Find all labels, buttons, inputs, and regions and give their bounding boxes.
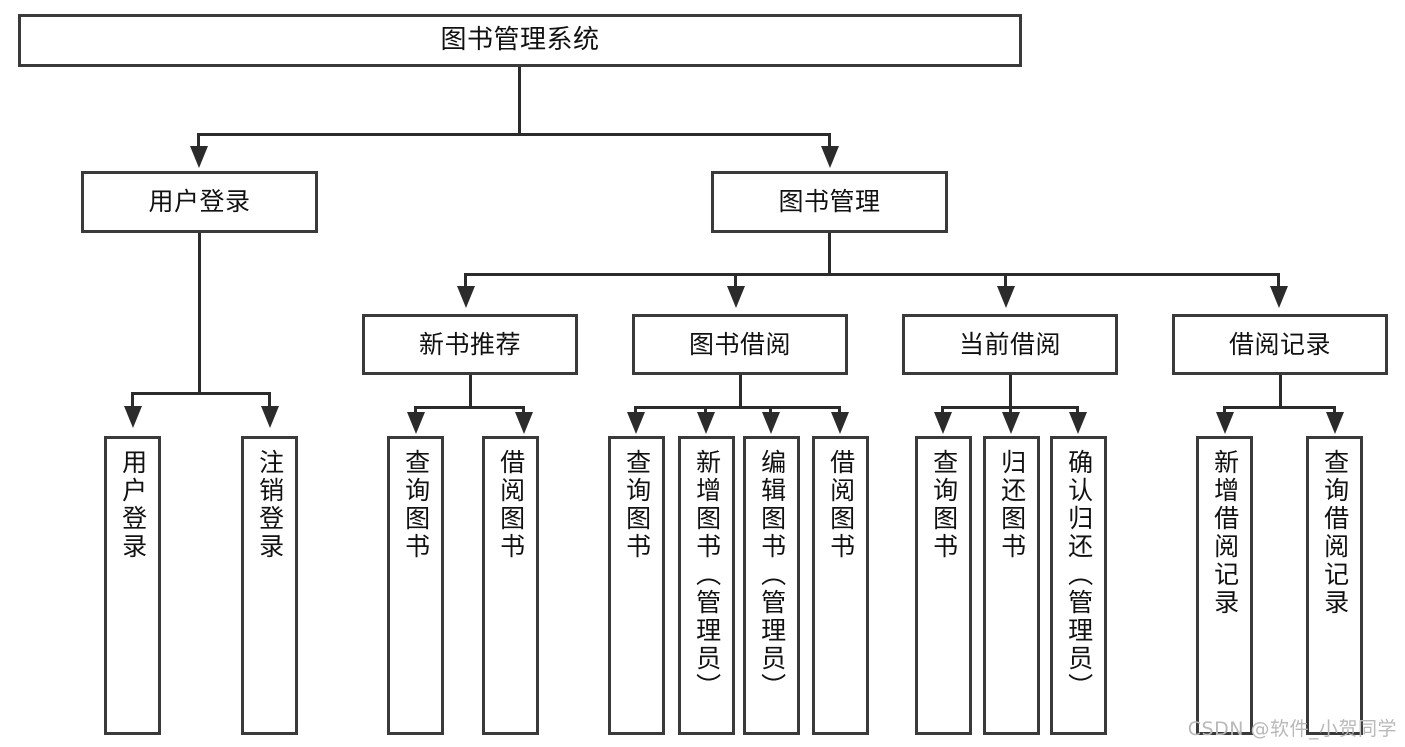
- arrowhead-leaf-query-book-3: [934, 412, 952, 434]
- connector-user-login-stem: [198, 233, 201, 394]
- arrowhead-user-login: [190, 146, 208, 168]
- connector-to-book-management: [828, 133, 831, 148]
- node-leaf-add-record[interactable]: 新增借阅记录: [1196, 436, 1253, 735]
- arrowhead-leaf-add-book: [697, 412, 715, 434]
- connector-br-drop-2: [1333, 406, 1336, 414]
- node-label: 查询图书: [401, 449, 431, 561]
- arrowhead-leaf-confirm-return: [1069, 412, 1087, 434]
- connector-bb-drop-2: [704, 406, 707, 414]
- connector-bb-drop-4: [838, 406, 841, 414]
- connector-bm-drop-2: [734, 273, 737, 288]
- connector-book-borrow-stem: [739, 375, 742, 408]
- arrowhead-leaf-user-logout: [261, 406, 279, 428]
- node-leaf-query-book-2[interactable]: 查询图书: [608, 436, 665, 735]
- node-label: 图书管理: [778, 187, 881, 217]
- node-leaf-return-book[interactable]: 归还图书: [983, 436, 1040, 735]
- node-leaf-add-book[interactable]: 新增图书（管理员）: [678, 436, 735, 735]
- connector-cb-drop-1: [941, 406, 944, 414]
- node-label: 新书推荐: [418, 329, 521, 359]
- arrowhead-leaf-add-record: [1216, 412, 1234, 434]
- node-label: 查询借阅记录: [1320, 449, 1350, 617]
- node-label: 用户登录: [148, 187, 251, 217]
- connector-bm-drop-4: [1277, 273, 1280, 288]
- connector-root-bus: [197, 133, 831, 136]
- node-label: 借阅图书: [826, 449, 856, 561]
- node-book-management[interactable]: 图书管理: [711, 171, 948, 233]
- node-leaf-borrow-book-2[interactable]: 借阅图书: [812, 436, 869, 735]
- node-label: 查询图书: [622, 449, 652, 561]
- node-leaf-user-login[interactable]: 用户登录: [104, 436, 161, 735]
- node-label: 确认归还（管理员）: [1064, 449, 1094, 701]
- node-new-book-recommend[interactable]: 新书推荐: [362, 314, 578, 375]
- node-label: 编辑图书（管理员）: [757, 449, 787, 701]
- node-label: 归还图书: [997, 449, 1027, 561]
- node-leaf-user-logout[interactable]: 注销登录: [241, 436, 298, 735]
- connector-nb-drop-2: [522, 406, 525, 414]
- node-leaf-query-book-3[interactable]: 查询图书: [915, 436, 972, 735]
- arrowhead-leaf-edit-book: [762, 412, 780, 434]
- connector-cb-drop-3: [1076, 406, 1079, 414]
- connector-borrow-record-stem: [1279, 375, 1282, 408]
- connector-user-login-drop-2: [268, 392, 271, 408]
- arrowhead-book-management: [821, 146, 839, 168]
- arrowhead-leaf-borrow-book-2: [831, 412, 849, 434]
- arrowhead-book-borrow: [727, 286, 745, 308]
- node-root-system[interactable]: 图书管理系统: [18, 14, 1022, 67]
- connector-new-book-stem: [469, 375, 472, 408]
- node-label: 注销登录: [255, 449, 285, 561]
- connector-book-management-stem: [828, 233, 831, 275]
- connector-bm-drop-3: [1004, 273, 1007, 288]
- connector-bb-drop-3: [769, 406, 772, 414]
- connector-current-borrow-stem: [1009, 375, 1012, 408]
- node-label: 查询图书: [929, 449, 959, 561]
- node-label: 新增图书（管理员）: [692, 449, 722, 701]
- connector-cb-drop-2: [1009, 406, 1012, 414]
- connector-new-book-bus: [414, 406, 525, 409]
- connector-root-stem: [518, 67, 521, 135]
- watermark-text: CSDN @软件_小贺同学: [1187, 718, 1397, 740]
- connector-bm-drop-1: [464, 273, 467, 288]
- node-label: 图书管理系统: [440, 25, 600, 56]
- arrowhead-leaf-return-book: [1002, 412, 1020, 434]
- node-label: 图书借阅: [688, 329, 791, 359]
- arrowhead-leaf-user-login: [124, 406, 142, 428]
- node-label: 用户登录: [118, 449, 148, 561]
- node-label: 新增借阅记录: [1210, 449, 1240, 617]
- arrowhead-new-book-recommend: [457, 286, 475, 308]
- node-leaf-confirm-return[interactable]: 确认归还（管理员）: [1050, 436, 1107, 735]
- node-label: 借阅记录: [1228, 329, 1331, 359]
- node-borrow-record[interactable]: 借阅记录: [1172, 314, 1388, 375]
- node-user-login[interactable]: 用户登录: [81, 171, 318, 233]
- connector-nb-drop-1: [414, 406, 417, 414]
- node-label: 借阅图书: [496, 449, 526, 561]
- connector-br-drop-1: [1223, 406, 1226, 414]
- node-book-borrow[interactable]: 图书借阅: [632, 314, 848, 375]
- connector-book-management-bus: [464, 273, 1280, 276]
- arrowhead-borrow-record: [1270, 286, 1288, 308]
- arrowhead-leaf-borrow-book-1: [515, 412, 533, 434]
- arrowhead-leaf-query-book-2: [627, 412, 645, 434]
- node-leaf-query-record[interactable]: 查询借阅记录: [1306, 436, 1363, 735]
- node-leaf-borrow-book-1[interactable]: 借阅图书: [482, 436, 539, 735]
- connector-borrow-record-bus: [1223, 406, 1336, 409]
- node-leaf-query-book-1[interactable]: 查询图书: [387, 436, 444, 735]
- arrowhead-current-borrow: [997, 286, 1015, 308]
- node-label: 当前借阅: [958, 329, 1061, 359]
- connector-to-user-login: [197, 133, 200, 148]
- connector-bb-drop-1: [634, 406, 637, 414]
- connector-book-borrow-bus: [634, 406, 841, 409]
- arrowhead-leaf-query-record: [1326, 412, 1344, 434]
- arrowhead-leaf-query-book-1: [407, 412, 425, 434]
- connector-user-login-bus: [131, 392, 270, 395]
- node-current-borrow[interactable]: 当前借阅: [902, 314, 1118, 375]
- connector-user-login-drop-1: [131, 392, 134, 408]
- node-leaf-edit-book[interactable]: 编辑图书（管理员）: [743, 436, 800, 735]
